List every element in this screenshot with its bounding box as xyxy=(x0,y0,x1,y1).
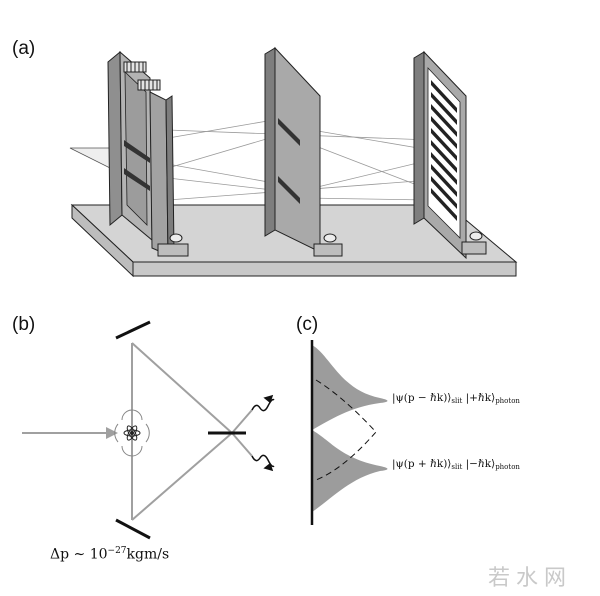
momentum-uncertainty-equation: Δp ∼ 10−27kgm/s xyxy=(50,546,169,563)
sub-slit-plus: slit xyxy=(451,397,463,405)
ket2-minus: |−ℏk⟩ xyxy=(465,458,496,470)
ket-minus: |ψ(p + ℏk)⟩ xyxy=(392,458,452,470)
arrow-head xyxy=(106,427,118,439)
spring-icon xyxy=(123,61,161,91)
screw-icon xyxy=(169,233,183,243)
wavefunction-upper xyxy=(312,345,388,430)
double-slit-screen xyxy=(264,46,343,257)
panel-label-c: (c) xyxy=(296,314,319,335)
dashed-original xyxy=(315,379,377,481)
panel-label-b: (b) xyxy=(12,314,36,335)
apparatus-illustration xyxy=(69,46,518,278)
screw-icon xyxy=(323,233,337,243)
photon-icon xyxy=(251,454,275,472)
state-plus-formula: |ψ(p − ℏk)⟩slit |+ℏk⟩photon xyxy=(392,392,520,405)
atom-icon xyxy=(114,409,150,457)
sub-photon-minus: photon xyxy=(495,463,520,471)
slit-upper-a xyxy=(124,140,150,163)
ket2-plus: |+ℏk⟩ xyxy=(465,392,496,404)
state-minus-formula: |ψ(p + ℏk)⟩slit |−ℏk⟩photon xyxy=(392,458,520,471)
wavefunction-plot xyxy=(310,340,388,525)
mirror-top xyxy=(115,320,151,340)
base-plate-side-edge xyxy=(132,261,517,277)
interference-fringes xyxy=(431,80,457,221)
slit-upper-b xyxy=(278,118,300,146)
ket-plus: |ψ(p − ℏk)⟩ xyxy=(392,392,452,404)
slit-lower-b xyxy=(278,176,300,204)
photon-icon xyxy=(251,394,275,412)
screw-icon xyxy=(469,231,483,241)
mirror-bottom xyxy=(115,518,151,540)
eq-lhs: Δp ∼ 10 xyxy=(50,546,108,563)
wavefunction-lower xyxy=(312,430,388,512)
sub-photon-plus: photon xyxy=(495,397,520,405)
sub-slit-minus: slit xyxy=(451,463,463,471)
eq-units: kgm/s xyxy=(126,546,170,563)
slit-lower-a xyxy=(124,168,150,191)
recoil-diagram xyxy=(22,320,275,540)
detection-screen xyxy=(413,50,487,260)
panel-label-a: (a) xyxy=(12,38,36,59)
eq-exponent: −27 xyxy=(107,546,127,556)
first-slit-screen xyxy=(107,50,189,257)
watermark: 若水网 xyxy=(488,566,573,591)
